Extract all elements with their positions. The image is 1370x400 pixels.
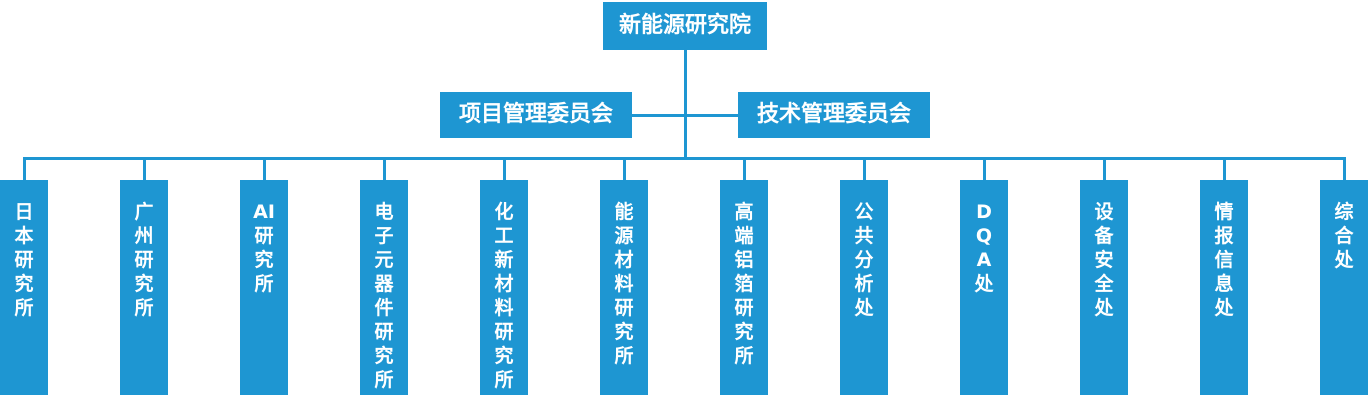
dept-node-7: 高端铝箔研究所: [720, 180, 768, 395]
dept-node-label-line: D: [976, 201, 992, 223]
dept-node-label-line: 件: [374, 297, 394, 319]
connector-drop-11: [1222, 157, 1226, 180]
dept-node-label-line: 所: [614, 345, 634, 367]
dept-node-label-line: 研: [14, 249, 34, 271]
dept-node-label-line: 高: [734, 201, 754, 223]
dept-node-10: 设备安全处: [1080, 180, 1128, 395]
dept-node-label-line: 共: [854, 225, 874, 247]
dept-node-label-line: 所: [494, 369, 514, 391]
dept-node-label-line: 合: [1334, 225, 1354, 247]
connector-drop-5: [502, 157, 506, 180]
dept-node-label-line: 材: [494, 273, 514, 295]
dept-node-label-line: 所: [14, 297, 34, 319]
dept-node-12: 综合处: [1320, 180, 1368, 395]
dept-node-label-line: 备: [1094, 225, 1114, 247]
root-node: 新能源研究院: [603, 2, 767, 50]
dept-node-label-line: 研: [734, 297, 754, 319]
dept-node-label-line: 本: [14, 225, 34, 247]
dept-node-label-line: 究: [374, 345, 394, 367]
dept-node-label-line: 能: [614, 201, 634, 223]
dept-node-label-line: 器: [374, 273, 394, 295]
dept-node-label-line: 全: [1094, 273, 1114, 295]
dept-node-2: 广州研究所: [120, 180, 168, 395]
dept-node-label-line: 究: [494, 345, 514, 367]
dept-node-label-line: 设: [1094, 201, 1114, 223]
dept-node-label-line: 所: [134, 297, 154, 319]
dept-node-label-line: 所: [734, 345, 754, 367]
dept-node-label-line: 研: [614, 297, 634, 319]
dept-node-4: 电子元器件研究所: [360, 180, 408, 395]
dept-node-label-line: 州: [134, 225, 154, 247]
dept-node-label-line: 息: [1214, 273, 1234, 295]
dept-node-label-line: 处: [1094, 297, 1114, 319]
dept-node-label-line: 信: [1214, 249, 1234, 271]
dept-node-label-line: 源: [614, 225, 634, 247]
dept-node-label-line: 究: [614, 321, 634, 343]
dept-node-label-line: 日: [14, 201, 34, 223]
dept-node-label-line: 所: [374, 369, 394, 391]
committee-node-project-management: 项目管理委员会: [440, 92, 632, 138]
connector-drop-12: [1342, 157, 1346, 180]
dept-node-label-line: 研: [134, 249, 154, 271]
dept-node-label-line: 析: [854, 273, 874, 295]
dept-node-label-line: 端: [734, 225, 754, 247]
dept-node-label-line: 材: [614, 249, 634, 271]
dept-node-label-line: 究: [14, 273, 34, 295]
dept-node-label-line: 处: [1334, 249, 1354, 271]
dept-node-1: 日本研究所: [0, 180, 48, 395]
dept-node-label-line: 工: [494, 225, 514, 247]
dept-node-label-line: 化: [494, 201, 514, 223]
dept-node-label-line: 安: [1094, 249, 1114, 271]
connector-drop-10: [1102, 157, 1106, 180]
committee-node-technology-management: 技术管理委员会: [738, 92, 930, 138]
dept-node-label-line: 电: [374, 201, 394, 223]
dept-node-label-line: 元: [374, 249, 394, 271]
dept-node-label-line: 箔: [734, 273, 754, 295]
dept-node-label-line: 分: [854, 249, 874, 271]
dept-node-label-line: 综: [1334, 201, 1354, 223]
dept-node-11: 情报信息处: [1200, 180, 1248, 395]
connector-drop-4: [382, 157, 386, 180]
connector-drop-3: [262, 157, 266, 180]
dept-node-label-line: 情: [1214, 201, 1234, 223]
connector-drop-7: [742, 157, 746, 180]
dept-node-label-line: 铝: [734, 249, 754, 271]
dept-node-label-line: AI: [253, 201, 275, 223]
dept-node-label-line: 报: [1214, 225, 1234, 247]
dept-node-label-line: 究: [134, 273, 154, 295]
dept-node-label-line: 子: [374, 225, 394, 247]
connector-root-vertical: [683, 50, 687, 157]
connector-bus-horizontal: [24, 157, 1346, 160]
connector-drop-1: [22, 157, 26, 180]
connector-drop-2: [142, 157, 146, 180]
dept-node-label-line: 料: [614, 273, 634, 295]
dept-node-6: 能源材料研究所: [600, 180, 648, 395]
dept-node-label-line: A: [976, 249, 992, 271]
dept-node-label-line: 研: [254, 225, 274, 247]
connector-drop-8: [862, 157, 866, 180]
dept-node-label-line: 广: [134, 201, 154, 223]
dept-node-8: 公共分析处: [840, 180, 888, 395]
dept-node-label-line: 处: [974, 273, 994, 295]
connector-drop-9: [982, 157, 986, 180]
dept-node-label-line: 究: [254, 249, 274, 271]
connector-drop-6: [622, 157, 626, 180]
dept-node-label-line: Q: [975, 225, 993, 247]
dept-node-label-line: 研: [494, 321, 514, 343]
dept-node-5: 化工新材料研究所: [480, 180, 528, 395]
dept-node-label-line: 料: [494, 297, 514, 319]
dept-node-label-line: 公: [854, 201, 874, 223]
dept-node-label-line: 所: [254, 273, 274, 295]
dept-node-label-line: 研: [374, 321, 394, 343]
dept-node-label-line: 处: [1214, 297, 1234, 319]
dept-node-label-line: 处: [854, 297, 874, 319]
dept-node-label-line: 新: [494, 249, 514, 271]
connector-committees-horizontal: [632, 114, 738, 117]
dept-node-label-line: 究: [734, 321, 754, 343]
